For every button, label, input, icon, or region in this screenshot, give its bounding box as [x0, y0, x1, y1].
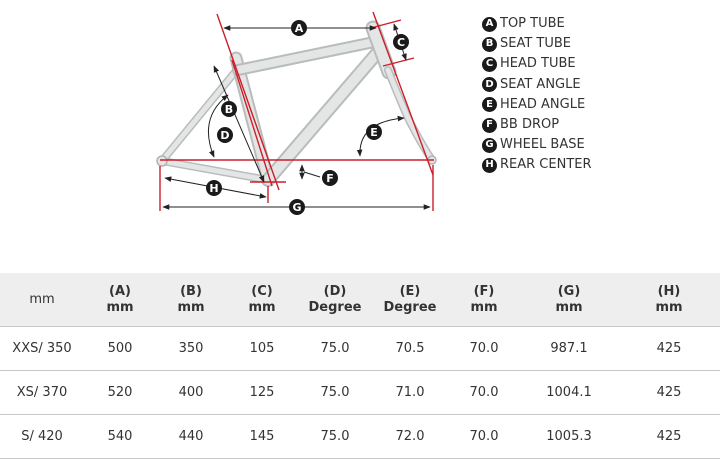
legend-item-head-angle: E HEAD ANGLE: [482, 95, 592, 115]
table-cell: 75.0: [298, 414, 372, 459]
label-F: F: [322, 170, 338, 186]
column-header: (B)mm: [156, 273, 226, 327]
table-cell: 70.5: [372, 326, 448, 371]
legend-item-rear-center: H REAR CENTER: [482, 155, 592, 175]
label-A-text: A: [295, 22, 304, 35]
legend-item-seat-angle: D SEAT ANGLE: [482, 75, 592, 95]
column-header: (E)Degree: [372, 273, 448, 327]
column-header: (F)mm: [448, 273, 520, 327]
table-cell: 425: [618, 414, 720, 459]
label-E: E: [366, 124, 382, 140]
geometry-table: mm (A)mm (B)mm (C)mm (D)Degree (E)Degree…: [0, 273, 720, 459]
legend-badge: F: [482, 117, 497, 133]
table-row: XS/ 370 520 400 125 75.0 71.0 70.0 1004.…: [0, 370, 720, 415]
bike-frame: [156, 20, 437, 187]
table-cell: 425: [618, 370, 720, 415]
table-cell: 70.0: [448, 326, 520, 371]
label-B-text: B: [225, 103, 233, 116]
frame-geometry-diagram: A B C D E F H G: [156, 11, 437, 215]
legend-label: REAR CENTER: [500, 157, 592, 173]
arrow-head-angle: [356, 115, 405, 157]
legend-label: BB DROP: [500, 116, 560, 132]
table-row: S/ 420 540 440 145 75.0 72.0 70.0 1005.3…: [0, 414, 720, 459]
table-cell: 350: [156, 326, 226, 371]
arrow-seat-angle: [207, 94, 229, 158]
table-cell: 75.0: [298, 370, 372, 415]
legend-badge: H: [482, 157, 497, 173]
legend-item-wheel-base: G WHEEL BASE: [482, 135, 592, 155]
label-E-text: E: [370, 126, 378, 139]
size-cell: S/ 420: [0, 414, 84, 459]
table-cell: 72.0: [372, 414, 448, 459]
column-header: mm: [0, 273, 84, 327]
table-cell: 1005.3: [520, 414, 618, 459]
legend-label: HEAD ANGLE: [500, 96, 586, 112]
label-B: B: [221, 101, 237, 117]
legend-badge: C: [482, 56, 497, 72]
legend-label: TOP TUBE: [500, 16, 565, 31]
table-cell: 75.0: [298, 326, 372, 371]
table-cell: 440: [156, 414, 226, 459]
table-cell: 70.0: [448, 370, 520, 415]
legend-item-head-tube: C HEAD TUBE: [482, 54, 592, 74]
table-cell: 1004.1: [520, 370, 618, 415]
legend-label: SEAT ANGLE: [500, 76, 581, 92]
column-header: (G)mm: [520, 273, 618, 327]
column-header: (C)mm: [226, 273, 298, 327]
label-C-text: C: [397, 36, 405, 49]
table-row: XXS/ 350 500 350 105 75.0 70.5 70.0 987.…: [0, 326, 720, 371]
size-cell: XS/ 370: [0, 370, 84, 415]
label-F-text: F: [326, 172, 334, 185]
label-A: A: [291, 20, 307, 36]
label-H-text: H: [209, 182, 218, 195]
table-cell: 145: [226, 414, 298, 459]
table-cell: 70.0: [448, 414, 520, 459]
label-H: H: [206, 180, 222, 196]
table-cell: 125: [226, 370, 298, 415]
table-cell: 540: [84, 414, 156, 459]
size-cell: XXS/ 350: [0, 326, 84, 371]
legend-badge: D: [482, 77, 497, 93]
legend-badge: E: [482, 97, 497, 113]
legend-label: SEAT TUBE: [500, 36, 572, 52]
column-header: (H)mm: [618, 273, 720, 327]
table-cell: 71.0: [372, 370, 448, 415]
table-cell: 400: [156, 370, 226, 415]
legend-label: HEAD TUBE: [500, 56, 576, 72]
legend-badge: B: [482, 36, 497, 52]
legend-item-top-tube: A TOP TUBE: [482, 14, 592, 34]
label-G-text: G: [292, 201, 301, 214]
legend-item-bb-drop: F BB DROP: [482, 115, 592, 135]
legend-badge: G: [482, 137, 497, 153]
label-G: G: [289, 199, 305, 215]
table-cell: 987.1: [520, 326, 618, 371]
table-cell: 500: [84, 326, 156, 371]
label-C: C: [393, 34, 409, 50]
arrow-seat-tube: [213, 65, 265, 183]
legend-badge: A: [482, 16, 497, 32]
label-D: D: [217, 127, 233, 143]
label-D-text: D: [220, 129, 229, 142]
column-header: (D)Degree: [298, 273, 372, 327]
column-header: (A)mm: [84, 273, 156, 327]
legend: A TOP TUBE B SEAT TUBE C HEAD TUBE D SEA…: [482, 14, 592, 176]
legend-item-seat-tube: B SEAT TUBE: [482, 34, 592, 54]
rear-dropout: [156, 155, 168, 167]
table-cell: 105: [226, 326, 298, 371]
table-header-row: mm (A)mm (B)mm (C)mm (D)Degree (E)Degree…: [0, 273, 720, 327]
table-cell: 520: [84, 370, 156, 415]
legend-label: WHEEL BASE: [500, 137, 585, 153]
table-cell: 425: [618, 326, 720, 371]
